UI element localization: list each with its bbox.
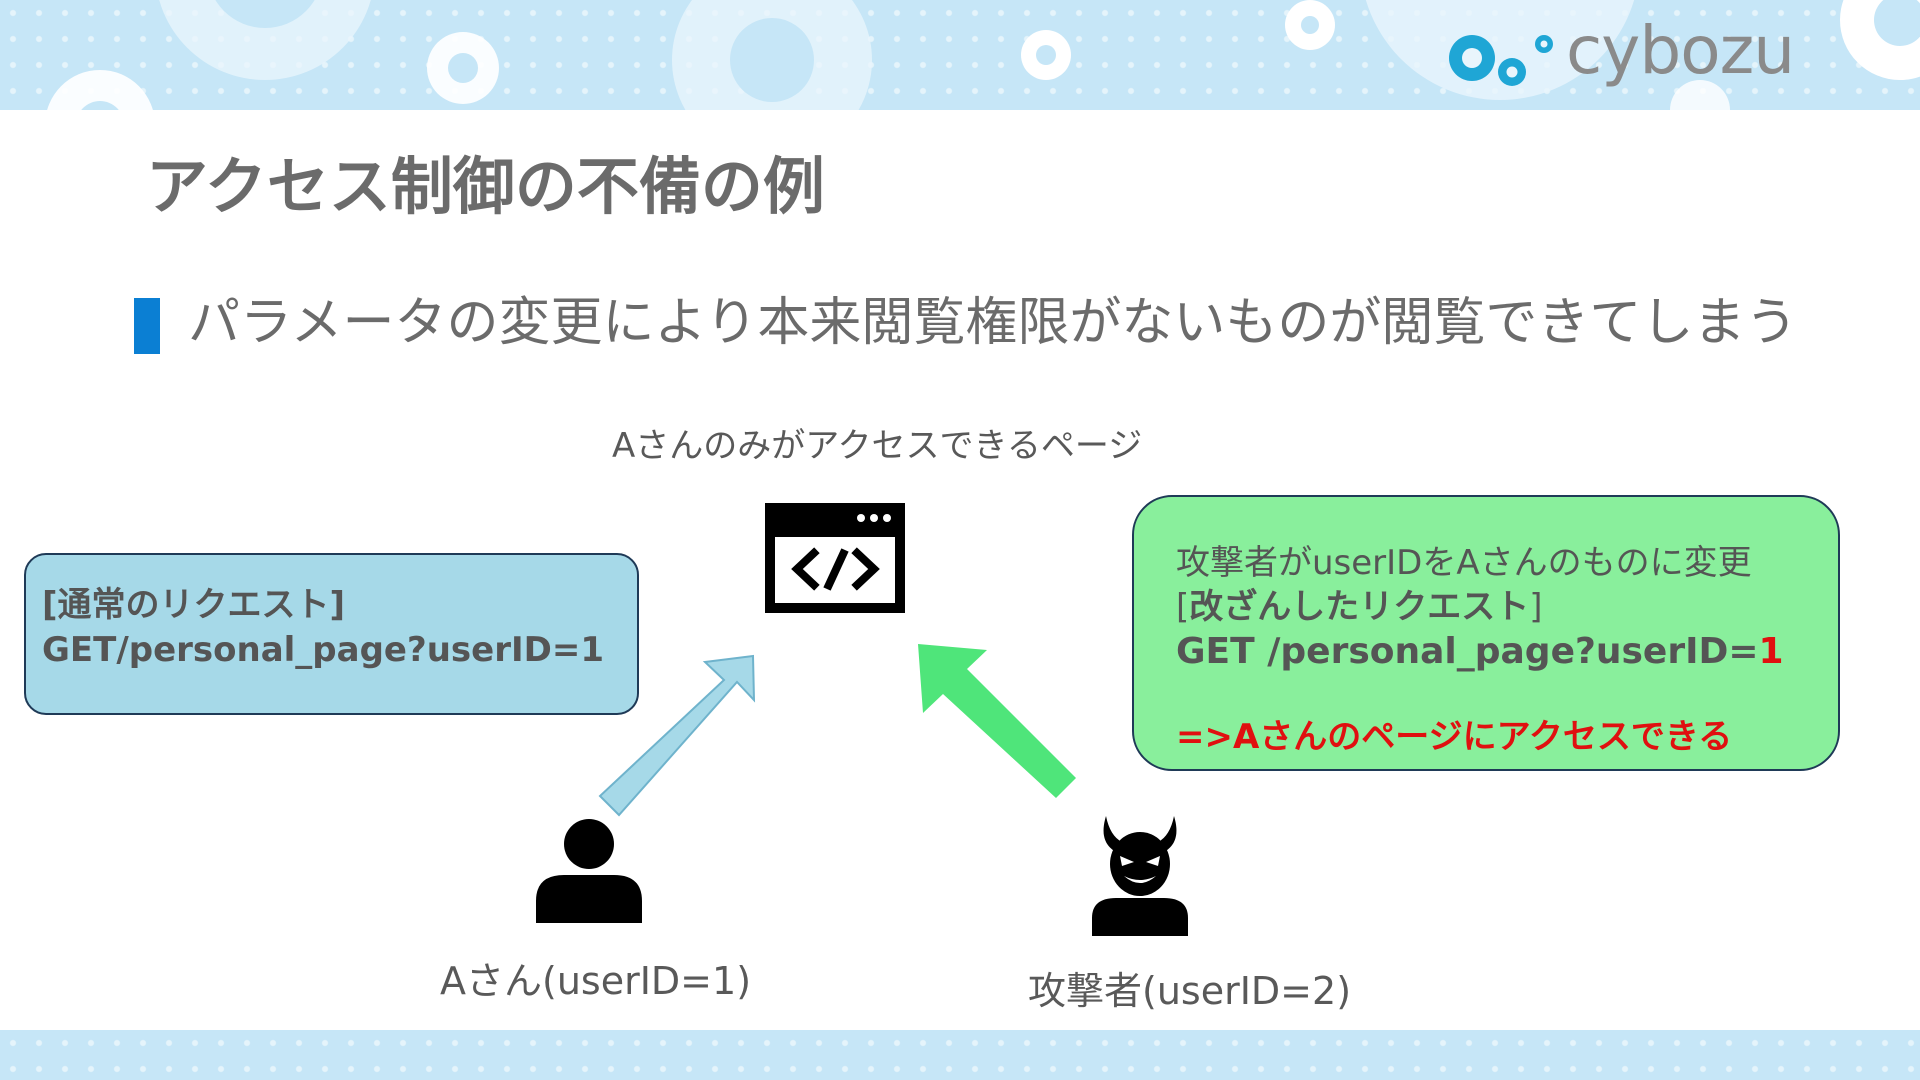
slide-title: アクセス制御の不備の例 [146,150,825,223]
normal-request-url: GET/personal_page?userID=1 [42,630,604,670]
normal-request-heading: [通常のリクエスト] [42,585,346,625]
normal-request-box: [通常のリクエスト] GET/personal_page?userID=1 [24,553,639,715]
decorative-rings [47,0,1920,110]
tampered-request-url: GET /personal_page?userID=1 [1176,629,1838,675]
tampered-request-heading: [改ざんしたリクエスト] [1176,585,1838,629]
attacker-label: 攻撃者(userID=2) [1028,969,1352,1013]
devil-icon [1092,816,1188,936]
person-icon [536,819,642,923]
normal-request-arrow [598,654,756,817]
cybozu-logo [1449,35,1553,86]
tampered-request-arrow [918,644,1076,798]
tampered-user-id: 1 [1758,631,1784,672]
bracket-open: [ [1176,587,1190,627]
header-band: cybozu [0,0,1920,110]
tampered-request-box: 攻撃者がuserIDをAさんのものに変更 [改ざんしたリクエスト] GET /p… [1132,495,1840,771]
code-window-icon [765,503,905,613]
tampered-request-title: 改ざんしたリクエスト [1189,587,1530,627]
page-caption: Aさんのみがアクセスできるページ [612,426,1143,466]
tampered-request-prefix: GET /personal_page?userID= [1176,631,1759,672]
bracket-close: ] [1529,587,1543,627]
bullet-text: パラメータの変更により本来閲覧権限がないものが閲覧できてしまう [188,293,1798,353]
tamper-description: 攻撃者がuserIDをAさんのものに変更 [1176,543,1752,583]
bullet-marker [134,298,160,354]
attack-result: =>Aさんのページにアクセスできる [1176,717,1733,757]
footer-band [0,1030,1920,1080]
logo-wordmark: cybozu [1566,12,1795,89]
user-a-label: Aさん(userID=1) [440,959,752,1003]
